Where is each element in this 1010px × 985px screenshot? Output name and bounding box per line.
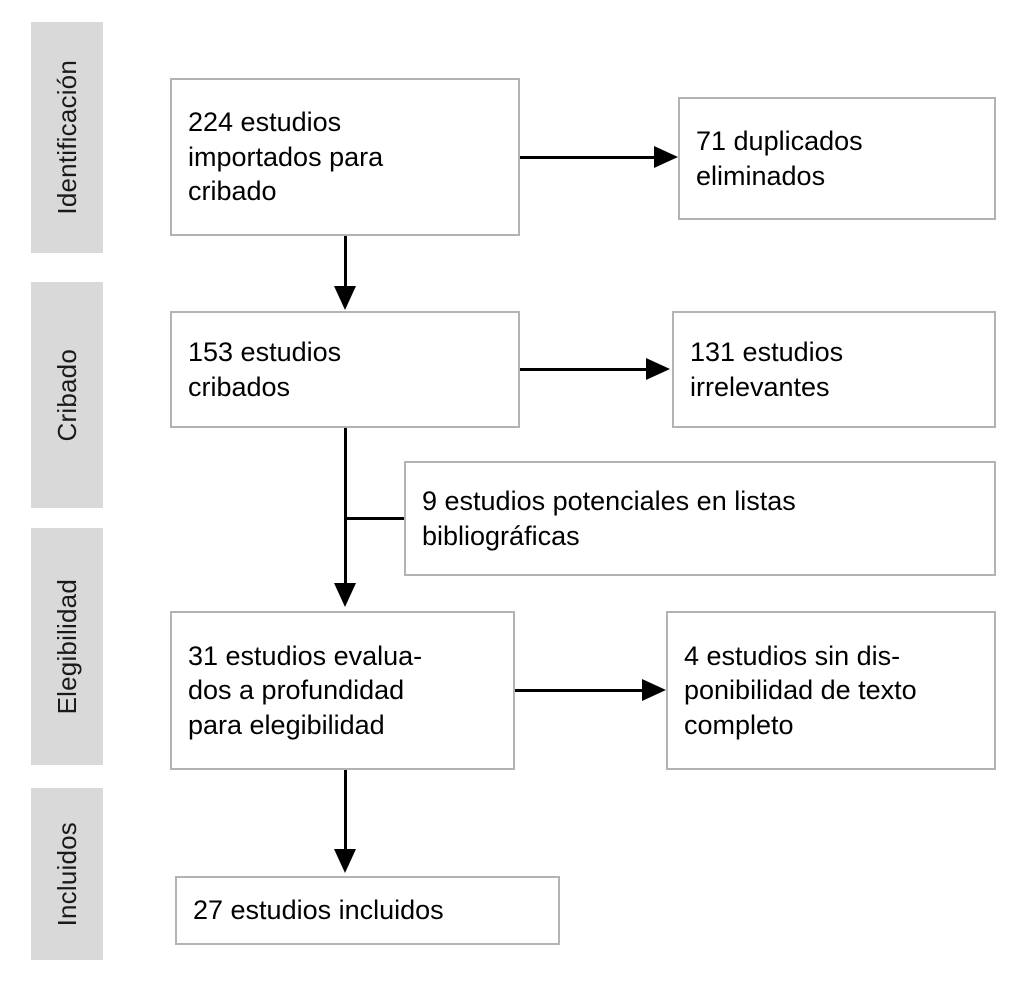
line-2: bibliográficas <box>422 520 580 551</box>
flow-box-estudios-irrelevantes: 131 estudios irrelevantes <box>672 311 996 428</box>
line-3: para elegibilidad <box>188 709 385 740</box>
connector-cribados-to-evaluados <box>344 428 347 588</box>
flow-box-text-estudios-potenciales-listas: 9 estudios potenciales en listas bibliog… <box>406 484 994 553</box>
line-3: completo <box>684 709 794 740</box>
stage-band-incluidos: Incluidos <box>31 788 103 960</box>
arrow-head-evaluados-to-sin-texto <box>642 679 666 701</box>
flow-box-text-estudios-cribados: 153 estudios cribados <box>172 335 518 404</box>
line-2: eliminados <box>696 160 826 191</box>
flow-box-text-estudios-sin-texto-completo: 4 estudios sin dis- ponibilidad de texto… <box>668 639 994 743</box>
flow-box-estudios-potenciales-listas: 9 estudios potenciales en listas bibliog… <box>404 461 996 576</box>
line-1: 153 estudios <box>188 336 342 367</box>
flow-box-estudios-evaluados-profundidad: 31 estudios evalua- dos a profundidad pa… <box>170 611 515 770</box>
flow-box-text-estudios-incluidos: 27 estudios incluidos <box>177 893 558 928</box>
stage-band-label-elegibilidad: Elegibilidad <box>52 578 82 715</box>
connector-cribados-to-irrelevantes <box>520 368 646 371</box>
line-1: 131 estudios <box>690 336 844 367</box>
stage-band-label-identificacion: Identificación <box>52 60 82 215</box>
flow-box-estudios-importados: 224 estudios importados para cribado <box>170 78 520 236</box>
stage-band-cribado: Cribado <box>31 282 103 508</box>
line-3: cribado <box>188 176 277 207</box>
stage-band-label-incluidos: Incluidos <box>52 821 82 927</box>
line-1: 71 duplicados <box>696 125 863 156</box>
flow-box-estudios-cribados: 153 estudios cribados <box>170 311 520 428</box>
line-2: ponibilidad de texto <box>684 675 917 706</box>
arrow-head-evaluados-to-incluidos <box>334 849 356 873</box>
line-1: 4 estudios sin dis- <box>684 640 901 671</box>
flow-box-text-estudios-irrelevantes: 131 estudios irrelevantes <box>674 335 994 404</box>
line-1: 31 estudios evalua- <box>188 640 423 671</box>
line-2: cribados <box>188 371 291 402</box>
flow-box-text-duplicados-eliminados: 71 duplicados eliminados <box>680 124 994 193</box>
line-2: dos a profundidad <box>188 675 405 706</box>
flow-box-text-estudios-importados: 224 estudios importados para cribado <box>172 105 518 209</box>
stage-band-elegibilidad: Elegibilidad <box>31 528 103 765</box>
flow-box-estudios-incluidos: 27 estudios incluidos <box>175 876 560 945</box>
connector-importados-to-cribados <box>344 236 347 286</box>
line-2: irrelevantes <box>690 371 830 402</box>
arrow-head-importados-to-cribados <box>334 286 356 310</box>
stage-band-identificacion: Identificación <box>31 22 103 253</box>
line-1: 9 estudios potenciales en listas <box>422 485 796 516</box>
line-1: 224 estudios <box>188 107 342 138</box>
line-1: 27 estudios incluidos <box>193 895 444 926</box>
arrow-head-importados-to-duplicados <box>654 146 678 168</box>
connector-listas-to-trunk <box>344 517 406 520</box>
arrow-head-cribados-to-evaluados <box>334 583 356 607</box>
connector-evaluados-to-sin-texto <box>515 689 642 692</box>
connector-evaluados-to-incluidos <box>344 770 347 852</box>
flow-box-estudios-sin-texto-completo: 4 estudios sin dis- ponibilidad de texto… <box>666 611 996 770</box>
flow-box-duplicados-eliminados: 71 duplicados eliminados <box>678 97 996 220</box>
arrow-head-cribados-to-irrelevantes <box>646 358 670 380</box>
stage-band-label-cribado: Cribado <box>52 348 82 442</box>
flow-box-text-estudios-evaluados-profundidad: 31 estudios evalua- dos a profundidad pa… <box>172 639 513 743</box>
connector-importados-to-duplicados <box>520 156 654 159</box>
line-2: importados para <box>188 141 384 172</box>
